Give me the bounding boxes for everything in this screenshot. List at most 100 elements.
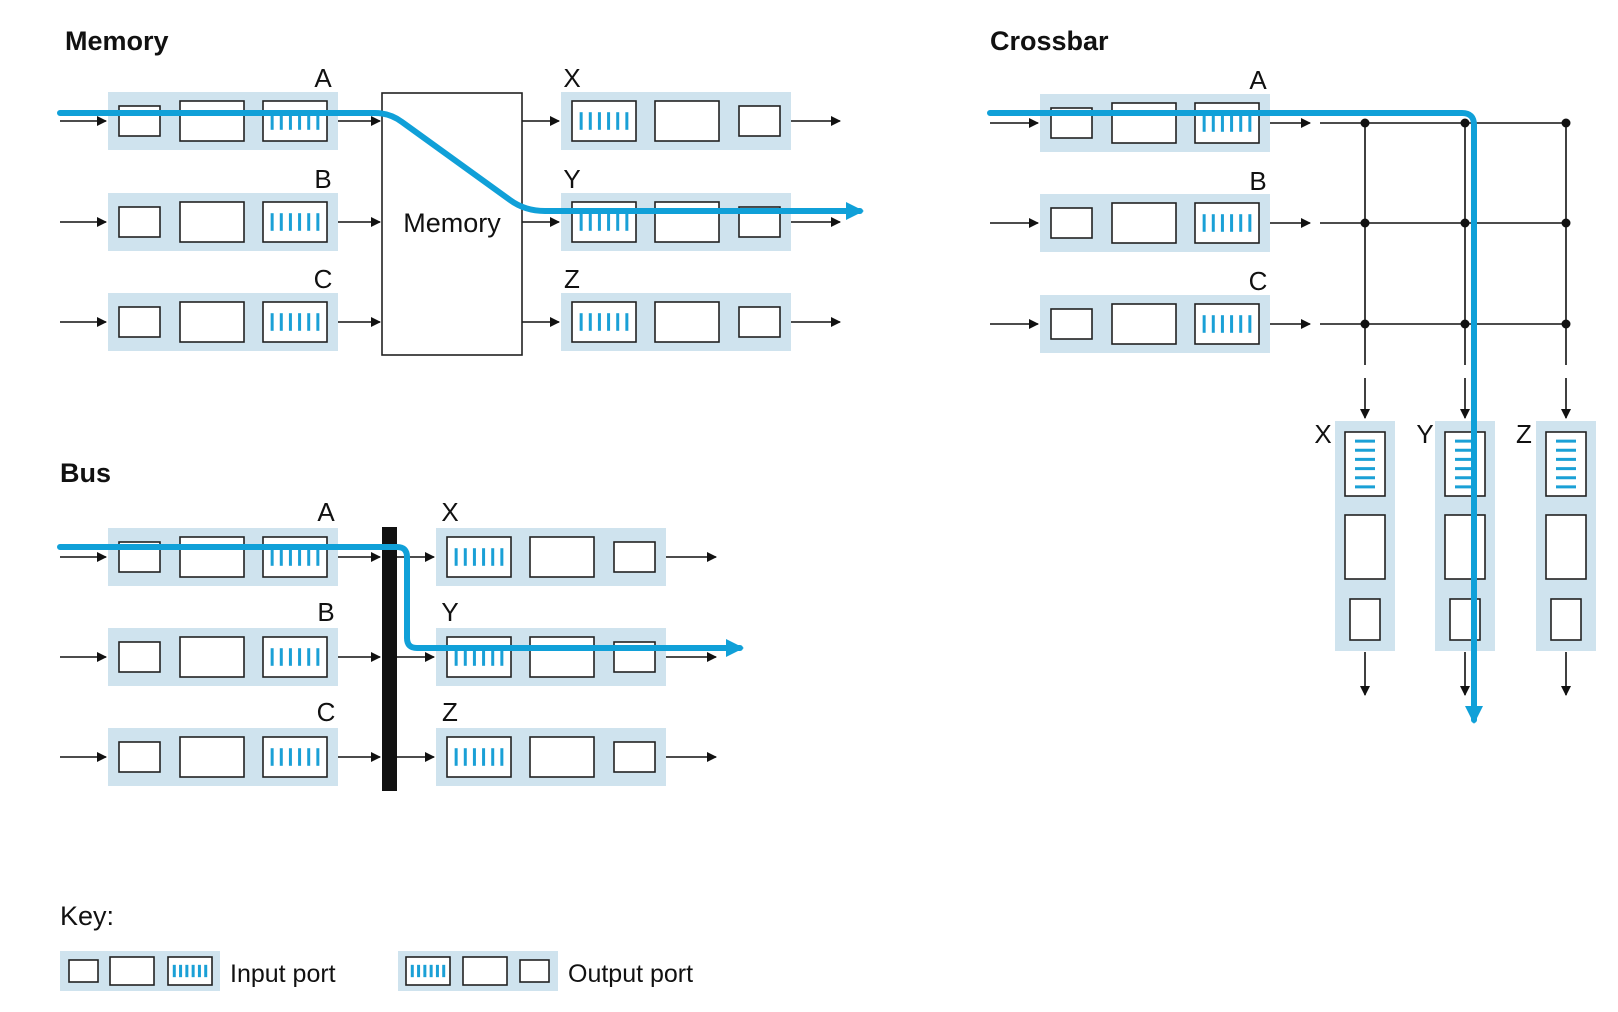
link-layer-box (1111, 202, 1177, 244)
link-layer-box (179, 636, 245, 678)
queue-frame (1545, 431, 1587, 497)
memory-packet-path (57, 110, 864, 220)
key-input-port-label: Input port (230, 960, 336, 988)
line-termination-box (738, 306, 781, 338)
queue-frame (262, 536, 328, 578)
output-queue (1444, 431, 1486, 497)
input-queue (262, 736, 328, 778)
line-termination-box (519, 959, 550, 983)
queue-frame (571, 301, 637, 343)
link-layer-box (179, 736, 245, 778)
link-layer-box (1111, 102, 1177, 144)
link-layer-box (179, 201, 245, 243)
memory-fabric-box (381, 92, 523, 356)
memory-input-label-b: B (314, 164, 331, 194)
crossbar-junction (1360, 319, 1370, 329)
input-queue (262, 636, 328, 678)
crossbar-input-label-c: C (1249, 266, 1268, 296)
memory-input-label-a: A (314, 63, 332, 93)
crossbar-input-label-b: B (1249, 166, 1266, 196)
bus-output-label-x: X (441, 497, 458, 527)
line-termination-box (1050, 207, 1093, 239)
output-queue (1545, 431, 1587, 497)
line-termination-box (68, 959, 99, 983)
queue-frame (446, 536, 512, 578)
crossbar-output-label-z: Z (1516, 419, 1532, 449)
output-queue (1344, 431, 1386, 497)
queue-frame (262, 201, 328, 243)
line-termination-box (1050, 308, 1093, 340)
bus-input-label-c: C (317, 697, 336, 727)
output-queue (571, 301, 637, 343)
queue-frame (446, 636, 512, 678)
link-layer-box (1111, 303, 1177, 345)
memory-output-label-y: Y (563, 164, 580, 194)
wires-layer (60, 116, 1571, 762)
queue-frame (262, 636, 328, 678)
bus-output-label-z: Z (442, 697, 458, 727)
input-queue (1194, 102, 1260, 144)
line-termination-box (1550, 598, 1582, 641)
queue-frame (1444, 431, 1486, 497)
key-output-queue (405, 956, 451, 986)
bus-title: Bus (60, 458, 111, 488)
link-layer-box (109, 956, 155, 986)
crossbar-title: Crossbar (990, 26, 1109, 56)
memory-fabric-label: Memory (403, 208, 501, 238)
line-termination-box (613, 541, 656, 573)
link-layer-box (1344, 514, 1386, 580)
crossbar-junction (1561, 319, 1571, 329)
crossbar-output-label-y: Y (1416, 419, 1433, 449)
input-queue (262, 301, 328, 343)
line-termination-box (118, 641, 161, 673)
output-queue (446, 636, 512, 678)
queue-frame (1194, 202, 1260, 244)
line-termination-box (613, 741, 656, 773)
crossbar-packet-path (987, 110, 1483, 724)
crossbar-junction (1360, 218, 1370, 228)
memory-output-label-x: X (563, 63, 580, 93)
crossbar-junction (1561, 218, 1571, 228)
key-output-port-label: Output port (568, 960, 693, 988)
key-title: Key: (60, 901, 114, 931)
link-layer-box (179, 301, 245, 343)
input-queue (262, 100, 328, 142)
output-queue (571, 100, 637, 142)
crossbar-output-label-x: X (1314, 419, 1331, 449)
crossbar-junction (1460, 118, 1470, 128)
link-layer-box (1444, 514, 1486, 580)
bus-packet-path (57, 544, 744, 657)
line-termination-box (738, 105, 781, 137)
ports-layer (60, 92, 1596, 991)
queue-frame (1194, 102, 1260, 144)
output-queue (446, 536, 512, 578)
line-termination-box (1349, 598, 1381, 641)
line-termination-box (118, 206, 161, 238)
link-layer-box (654, 100, 720, 142)
queue-frame (446, 736, 512, 778)
bus-input-label-b: B (317, 597, 334, 627)
link-layer-box (529, 736, 595, 778)
queue-frame (262, 301, 328, 343)
input-queue (1194, 202, 1260, 244)
line-termination-box (118, 741, 161, 773)
crossbar-junction (1360, 118, 1370, 128)
link-layer-box (179, 100, 245, 142)
line-termination-box (118, 306, 161, 338)
input-queue (262, 201, 328, 243)
key-input-queue (167, 956, 213, 986)
queue-frame (1194, 303, 1260, 345)
input-queue (1194, 303, 1260, 345)
bus-bar (382, 527, 397, 791)
output-queue (446, 736, 512, 778)
link-layer-box (1545, 514, 1587, 580)
bus-output-label-y: Y (441, 597, 458, 627)
memory-input-label-c: C (314, 264, 333, 294)
queue-frame (1344, 431, 1386, 497)
queue-frame (571, 100, 637, 142)
crossbar-junction (1561, 118, 1571, 128)
crossbar-junction (1460, 319, 1470, 329)
link-layer-box (179, 536, 245, 578)
link-layer-box (529, 636, 595, 678)
